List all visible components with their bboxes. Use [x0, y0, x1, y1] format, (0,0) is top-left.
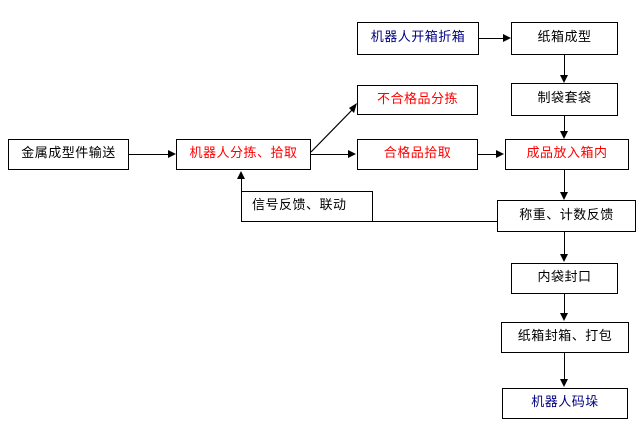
node-carton-forming[interactable]: 纸箱成型	[511, 22, 618, 55]
arrowhead-robot-palletize-top	[560, 379, 568, 387]
node-product-into-box[interactable]: 成品放入箱内	[505, 139, 629, 170]
node-label-metal-feed: 金属成型件输送	[21, 146, 116, 162]
node-bag-making[interactable]: 制袋套袋	[511, 83, 618, 116]
node-signal-feedback[interactable]: 信号反馈、联动	[241, 191, 373, 222]
node-accept-pick[interactable]: 合格品拾取	[357, 139, 478, 170]
arrowhead-product-box-left	[496, 150, 504, 158]
arrowhead-carton-forming-left	[503, 34, 511, 42]
edge-robot-sort-to-accept-pick	[311, 154, 349, 155]
node-metal-feed[interactable]: 金属成型件输送	[8, 139, 129, 170]
node-label-robot-sort-pick: 机器人分拣、拾取	[189, 146, 298, 162]
node-robot-open-carton[interactable]: 机器人开箱折箱	[357, 22, 479, 55]
node-carton-seal-pack[interactable]: 纸箱封箱、打包	[501, 322, 629, 353]
node-label-reject-sort: 不合格品分拣	[376, 91, 458, 107]
node-label-bag-making: 制袋套袋	[537, 91, 592, 107]
node-label-carton-seal-pack: 纸箱封箱、打包	[517, 329, 613, 345]
node-robot-palletize[interactable]: 机器人码垛	[502, 388, 628, 419]
edge-carton-forming-to-bag-making	[564, 55, 565, 79]
node-label-accept-pick: 合格品拾取	[383, 146, 452, 162]
arrowhead-robot-sort-left	[168, 150, 176, 158]
node-label-product-into-box: 成品放入箱内	[526, 146, 608, 162]
edge-open-carton-to-carton-forming	[479, 38, 505, 39]
node-label-signal-feedback: 信号反馈、联动	[252, 198, 347, 214]
edge-carton-seal-to-robot-palletize	[564, 353, 565, 381]
edge-metal-feed-to-robot-sort	[129, 154, 169, 155]
arrowhead-weigh-count-top	[560, 192, 568, 200]
node-weigh-count-feedback[interactable]: 称重、计数反馈	[497, 200, 636, 232]
node-inner-bag-seal[interactable]: 内袋封口	[511, 263, 618, 294]
arrowhead-accept-pick-left	[348, 150, 356, 158]
node-label-weigh-count-feedback: 称重、计数反馈	[519, 207, 614, 223]
node-reject-sort[interactable]: 不合格品分拣	[357, 85, 478, 115]
edge-product-box-to-weigh-count	[564, 170, 565, 196]
edge-accept-pick-to-product-box	[478, 154, 498, 155]
arrowhead-product-box-top	[560, 131, 568, 139]
edge-bag-making-to-product-box	[564, 116, 565, 135]
node-label-carton-forming: 纸箱成型	[537, 30, 592, 46]
node-label-robot-open-carton: 机器人开箱折箱	[370, 30, 466, 46]
node-label-robot-palletize: 机器人码垛	[531, 395, 599, 411]
arrowhead-robot-sort-bottom	[237, 171, 245, 179]
edge-robot-sort-to-reject-sort	[305, 96, 365, 158]
edge-weigh-count-to-inner-bag-seal	[564, 232, 565, 256]
arrowhead-inner-bag-seal-top	[560, 254, 568, 262]
edge-inner-bag-seal-to-carton-seal	[564, 294, 565, 316]
diagonal-connector-svg	[310, 103, 357, 153]
arrowhead-carton-seal-top	[560, 313, 568, 321]
node-label-inner-bag-seal: 内袋封口	[537, 270, 592, 286]
arrowhead-bag-making-top	[560, 75, 568, 83]
node-robot-sort-pick[interactable]: 机器人分拣、拾取	[176, 139, 311, 170]
